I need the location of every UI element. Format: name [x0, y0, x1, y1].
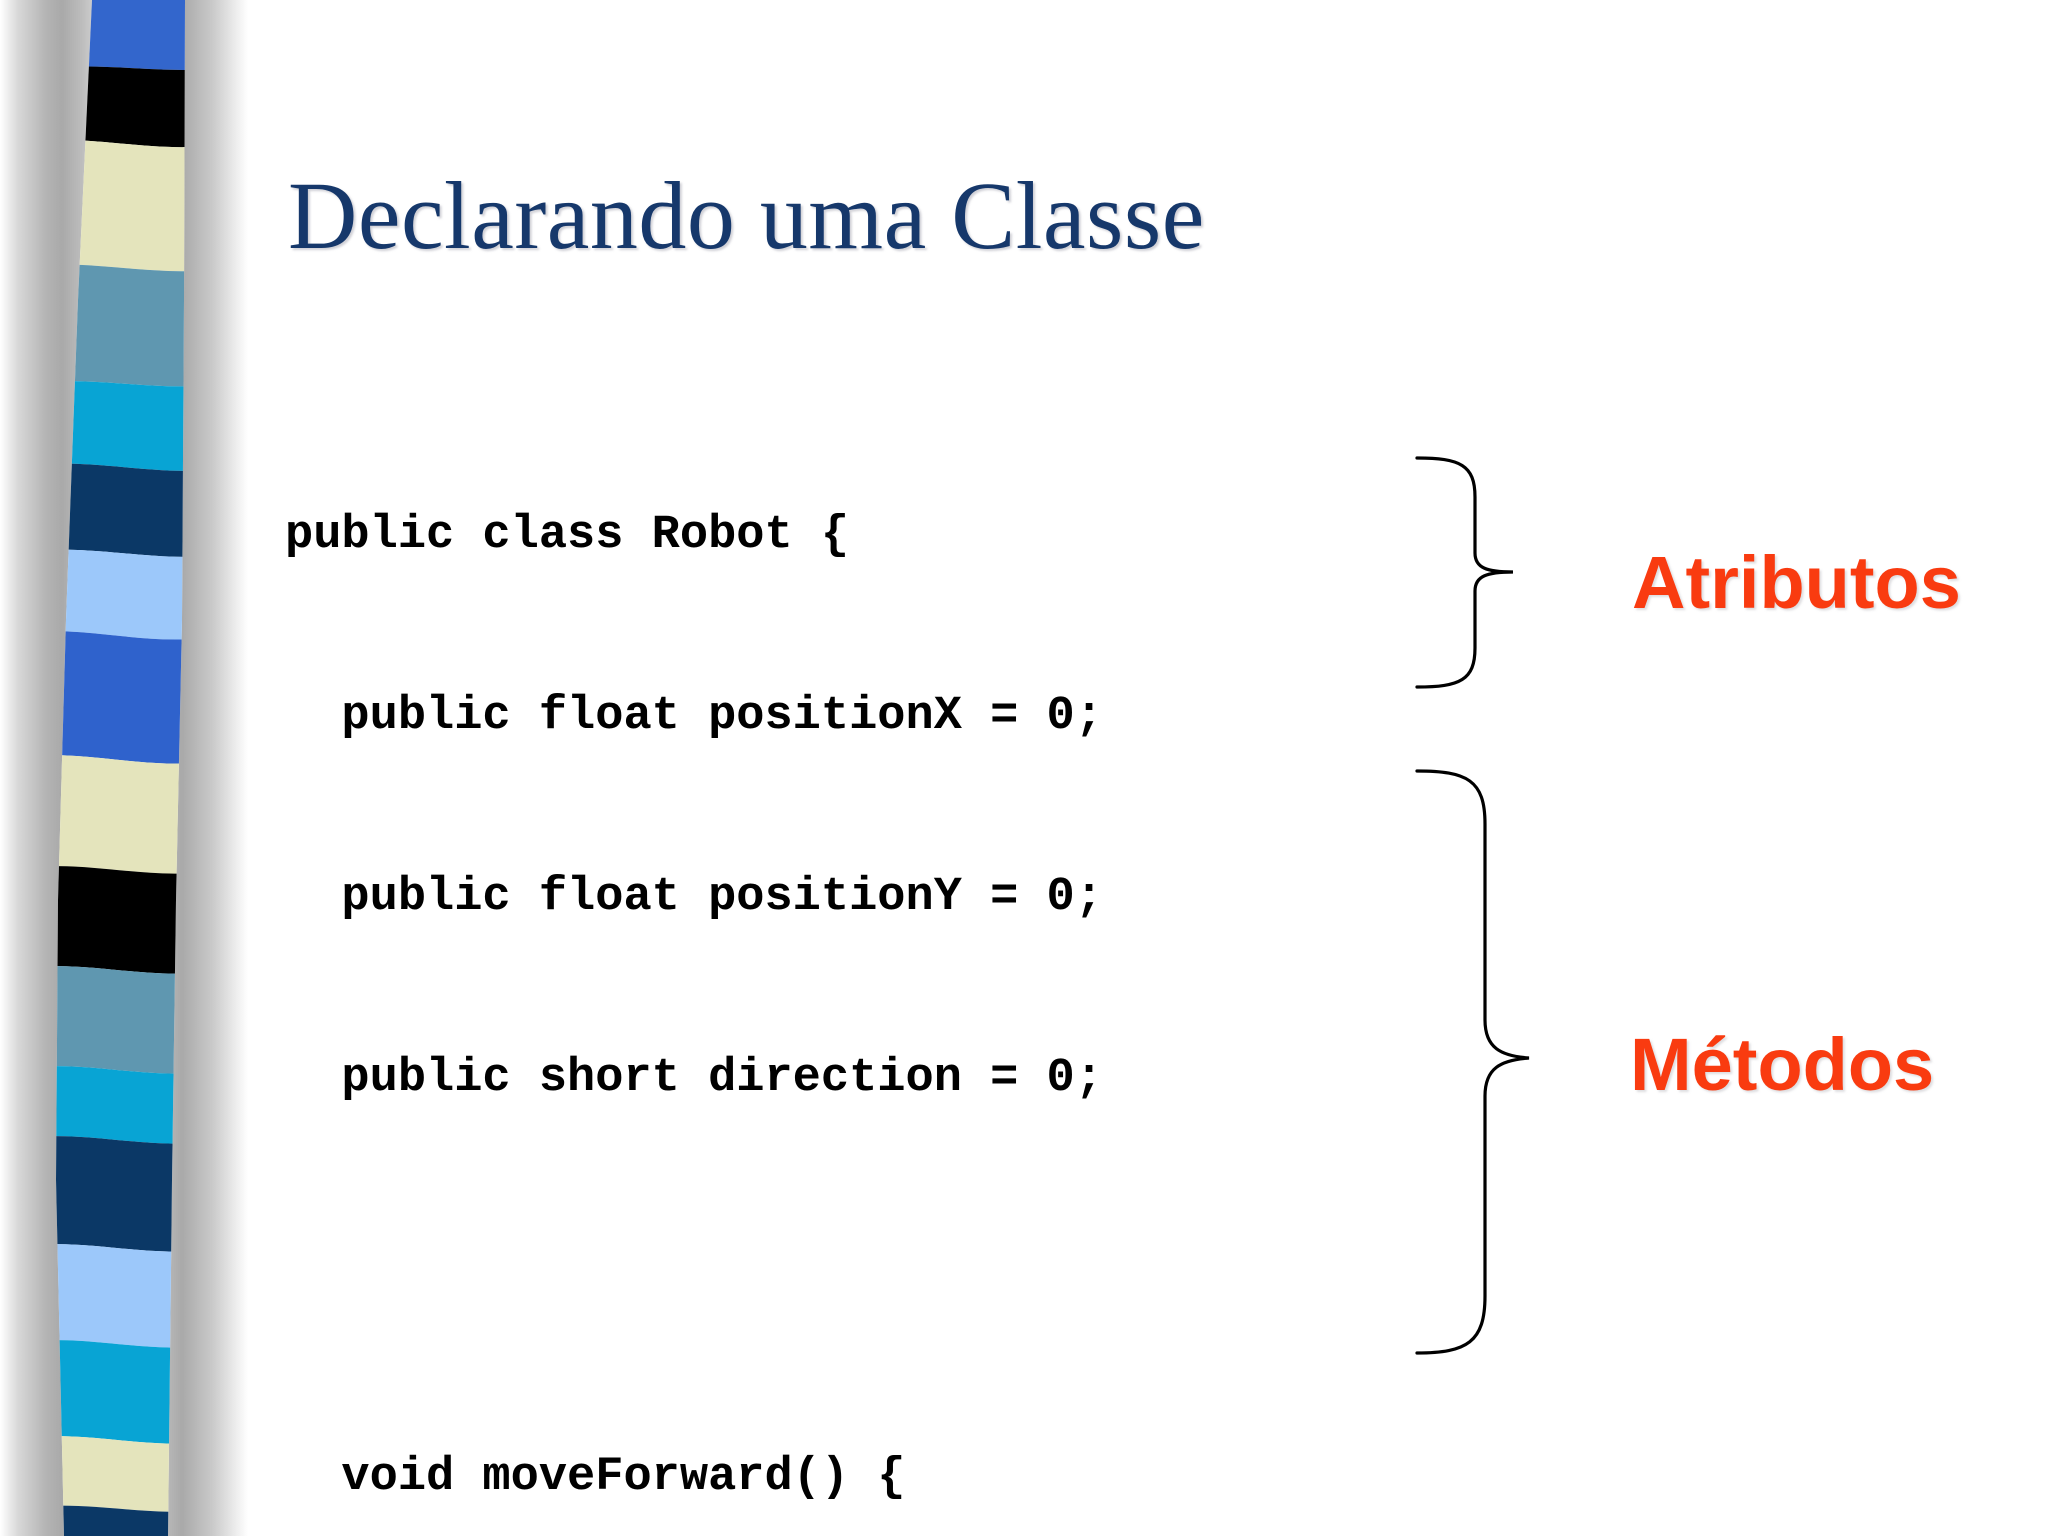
methods-label: Métodos: [1630, 1023, 1935, 1106]
code-listing: public class Robot { public float positi…: [285, 392, 1103, 1536]
stripe-6: [56, 462, 185, 557]
stripe-13: [56, 1132, 185, 1252]
code-line: void moveForward() {: [285, 1451, 906, 1504]
attributes-brace-icon: [1415, 455, 1525, 690]
stripe-1: [56, 0, 185, 72]
stripe-10: [56, 862, 185, 974]
stripe-11: [56, 962, 185, 1074]
code-line: public short direction = 0;: [285, 1052, 1103, 1105]
stripe-8: [56, 628, 185, 764]
stripe-12: [56, 1062, 185, 1144]
stripe-4: [56, 262, 185, 387]
code-blank-line: [285, 1222, 1103, 1334]
code-line: public float positionX = 0;: [285, 690, 1103, 743]
stripe-14: [56, 1240, 185, 1348]
methods-brace-icon: [1415, 768, 1535, 1358]
stripe-2: [56, 62, 185, 148]
code-line: public class Robot {: [285, 509, 850, 562]
stripe-5: [56, 378, 185, 471]
page-title: Declarando uma Classe: [288, 162, 1205, 269]
stripe-column-graphic: [56, 0, 185, 1536]
stripe-16: [56, 1432, 185, 1512]
stripe-15: [56, 1336, 185, 1444]
stripe-9: [56, 752, 185, 874]
stripe-3: [56, 138, 185, 272]
attributes-label: Atributos: [1632, 541, 1961, 624]
left-decorative-band: [0, 0, 250, 1536]
code-line: public float positionY = 0;: [285, 871, 1103, 924]
stripe-7: [56, 548, 185, 640]
